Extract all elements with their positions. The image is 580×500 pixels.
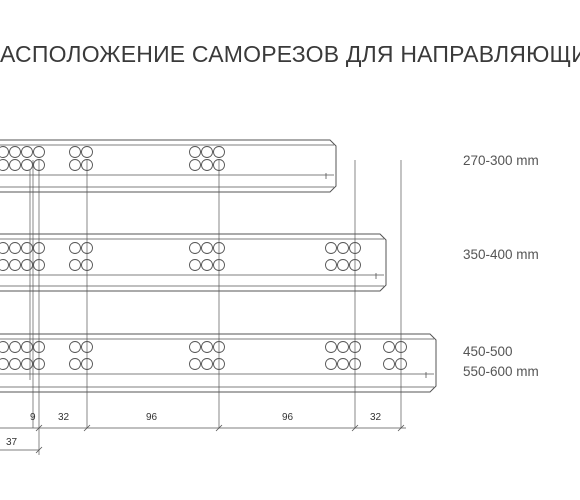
rail-2-screw-hole-g32-a0 [69,242,81,254]
rail-1-screw-hole-front-b1 [9,159,21,171]
rail-3-screw-hole-g96b-b1 [337,358,349,370]
rail-3-screw-hole-front-a1 [9,341,21,353]
rail-1-screw-hole-front-a1 [9,146,21,158]
rail-2-outline [0,233,387,292]
dimension-group: 9 32 96 96 32 37 [0,412,406,455]
rail-3-size-label-a: 450-500 [463,344,513,359]
rail-3-screw-hole-g96a-b0 [189,358,201,370]
guide-lines-group [29,160,402,428]
rail-2-screw-hole-front-a1 [9,242,21,254]
rail-2-screw-hole-g32-b0 [69,259,81,271]
rail-3-screw-hole-g32b-a0 [383,341,395,353]
dimension-37: 37 [6,437,18,448]
rail-1-size-label: 270-300 mm [463,153,539,168]
rail-1-screw-hole-g96a-b0 [189,159,201,171]
rail-3-screw-hole-g96b-a0 [325,341,337,353]
dimension-tick-1 [83,424,91,432]
rail-3-screw-hole-front-a0 [0,341,9,353]
rail-2-screw-hole-g96b-a1 [337,242,349,254]
rail-2 [0,233,387,292]
rail-1-screw-hole-g96a-a1 [201,146,213,158]
rail-3-screw-hole-g32-a0 [69,341,81,353]
diagram-title: АСПОЛОЖЕНИЕ САМОРЕЗОВ ДЛЯ НАПРАВЛЯЮЩИХ [0,41,580,67]
dimension-9: 9 [30,412,36,423]
rail-3-outline [0,333,437,393]
rail-2-screw-hole-g96a-b1 [201,259,213,271]
rail-2-screw-hole-g96b-b1 [337,259,349,271]
rail-1-outline [0,139,337,193]
rail-1-screw-hole-g32-a1 [81,146,93,158]
rail-2-screw-hole-front-b1 [9,259,21,271]
rail-1-screw-hole-front-b0 [0,159,9,171]
dimension-tick-3 [351,424,359,432]
rail-3-screw-hole-front-b1 [9,358,21,370]
rail-3-size-label-b: 550-600 mm [463,364,539,379]
rail-3-screw-hole-front-b2 [21,358,33,370]
dimension-96-second: 96 [282,412,294,423]
rail-2-screw-hole-g96a-a0 [189,242,201,254]
rail-3-screw-hole-g32b-b0 [383,358,395,370]
dimension-32-second: 32 [370,412,382,423]
rail-3-screw-hole-front-a2 [21,341,33,353]
rail-1-screw-hole-front-a2 [21,146,33,158]
rail-1-screw-hole-front-a0 [0,146,9,158]
rail-1-screw-hole-front-a3 [33,146,45,158]
rail-3-screw-hole-g96b-a1 [337,341,349,353]
rail-2-screw-hole-front-a2 [21,242,33,254]
rail-1-screw-hole-front-b2 [21,159,33,171]
rail-2-screw-hole-g96b-a0 [325,242,337,254]
rail-2-screw-hole-g96a-a1 [201,242,213,254]
dimension-tick-4 [397,424,405,432]
rail-3 [0,333,437,393]
rail-3-screw-hole-g96a-a1 [201,341,213,353]
rail-1 [0,139,337,193]
rail-1-screw-hole-g96a-a2 [213,146,225,158]
rail-3-screw-hole-g96b-b0 [325,358,337,370]
rail-2-screw-hole-front-a0 [0,242,9,254]
rail-3-screw-hole-g32-b0 [69,358,81,370]
rail-3-screw-hole-g96a-b1 [201,358,213,370]
rail-2-screw-hole-front-b0 [0,259,9,271]
rail-3-screw-hole-front-b0 [0,358,9,370]
rail-2-screw-hole-front-b2 [21,259,33,271]
dimension-96-first: 96 [146,412,158,423]
rail-3-screw-hole-g96a-a0 [189,341,201,353]
rail-1-screw-hole-g96a-a0 [189,146,201,158]
rail-1-screw-hole-g96a-b1 [201,159,213,171]
rail-2-size-label: 350-400 mm [463,247,539,262]
dimension-32-first: 32 [58,412,70,423]
rail-1-screw-hole-g32-b0 [69,159,81,171]
rail-2-screw-hole-g96a-b0 [189,259,201,271]
rails-group [0,139,437,393]
rail-1-screw-hole-g32-a0 [69,146,81,158]
dimension-tick-2 [215,424,223,432]
rail-2-screw-hole-g96b-b0 [325,259,337,271]
